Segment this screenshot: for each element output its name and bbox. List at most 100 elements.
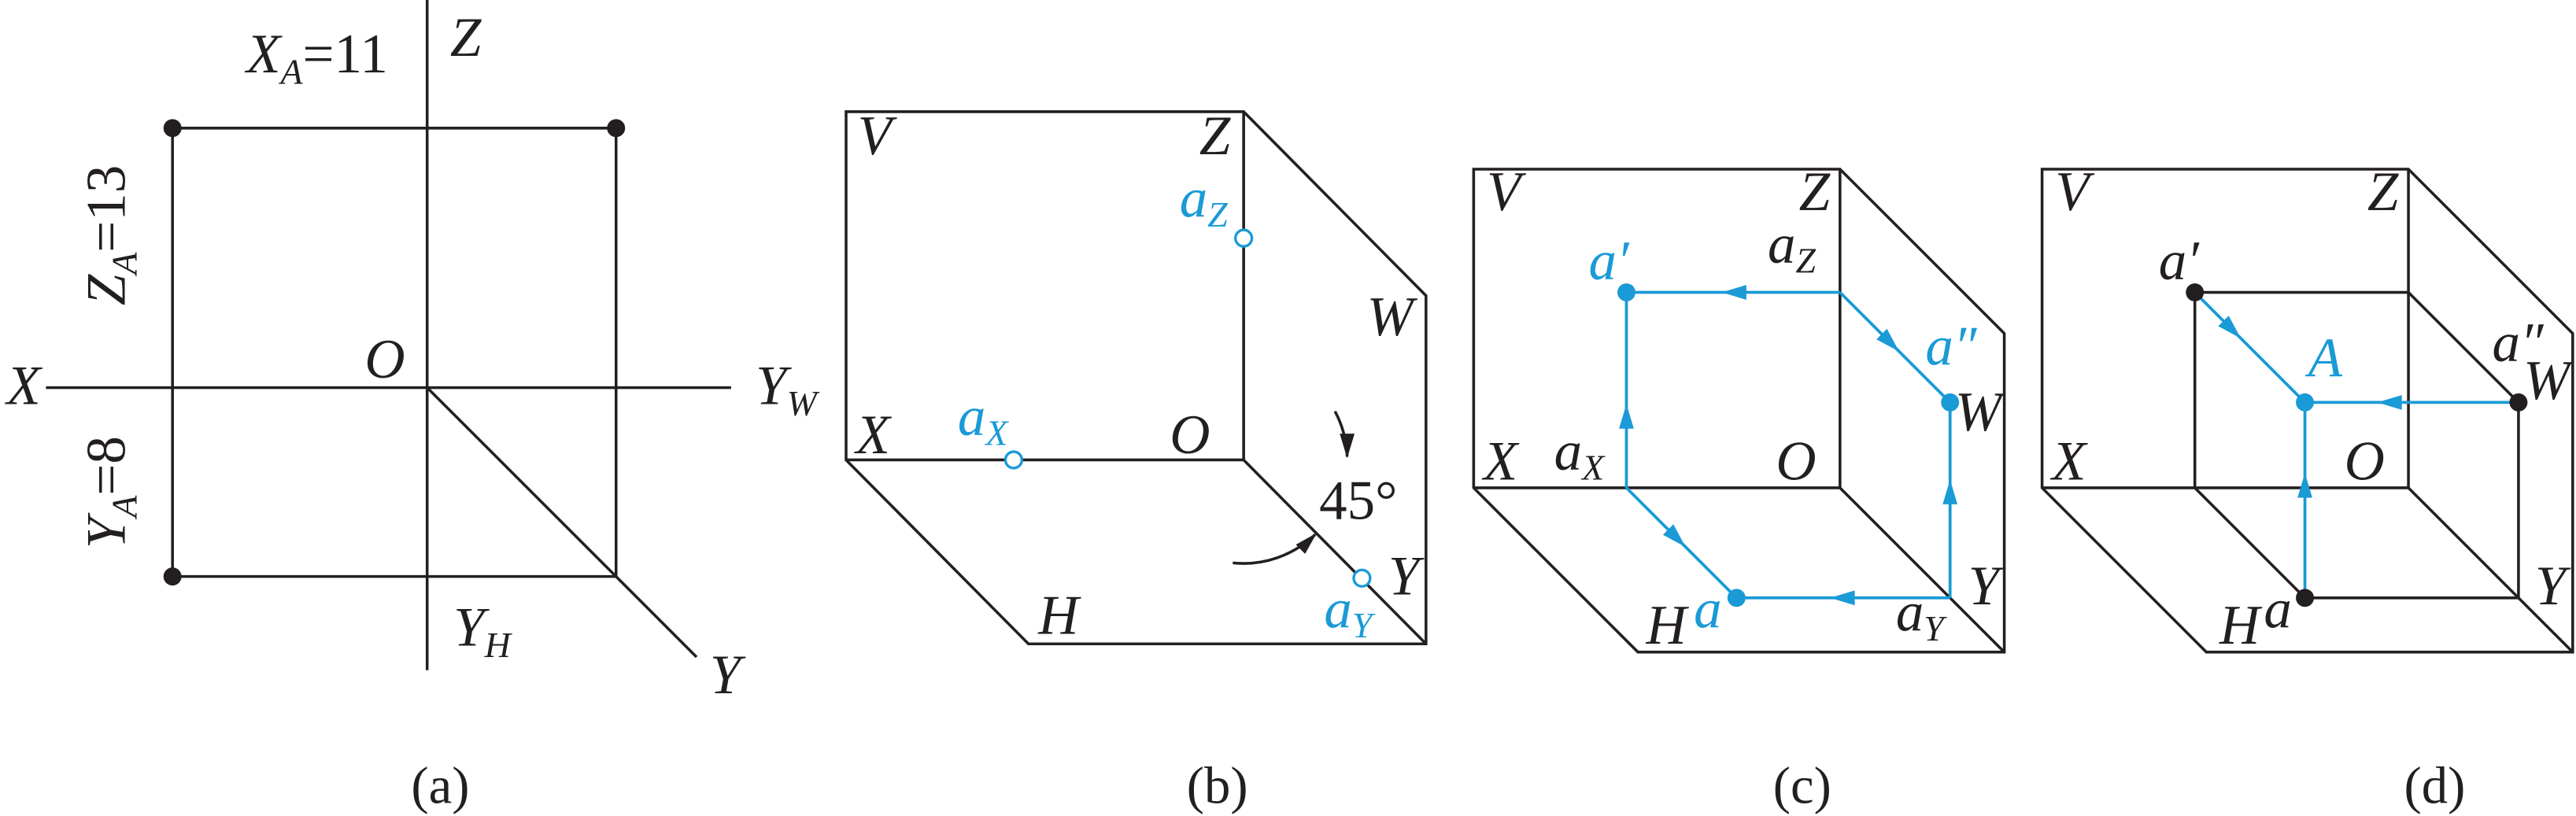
ay-label: aY [1896, 582, 1947, 649]
panel-a: XA=11 ZA=13 YA=8 Z X O YW YH Y (a) [4, 0, 820, 815]
projection-box-outline [844, 110, 1428, 646]
panel-b-caption: (b) [1187, 757, 1248, 815]
arrowhead-left [2377, 395, 2402, 410]
ax-var: a [1554, 421, 1582, 482]
top-projection-dot [2296, 589, 2315, 607]
axis-x-label: X [854, 404, 893, 466]
panel-c-caption: (c) [1773, 757, 1831, 815]
y-coordinate-var: Y [76, 512, 138, 548]
angle-arrowhead-upper [1340, 434, 1355, 459]
ay-label: aY [1324, 578, 1375, 645]
ay-sub: Y [1924, 608, 1947, 648]
plane-w-label: W [2523, 350, 2574, 412]
x-coordinate-var: X [244, 24, 283, 85]
arrowhead-up-left [1619, 404, 1634, 429]
angle-arrowhead-lower [1295, 533, 1318, 554]
arrowhead-diagonal [2218, 316, 2242, 338]
side-projection-label: a″ [1925, 316, 1977, 377]
ay-point [1352, 568, 1372, 588]
x-coordinate-sub: A [278, 51, 303, 91]
panel-d: V Z W X O H Y a′ a″ a A (d) [2040, 161, 2574, 815]
side-projection-dot [2509, 393, 2528, 412]
top-projection-dot [1727, 589, 1746, 607]
front-projection-label: a′ [2159, 231, 2200, 292]
panel-b: V Z W X O H Y 45° aZ aX aY (b) [844, 105, 1428, 815]
axis-yh-sub: H [484, 625, 513, 665]
axis-y-label: Y [1968, 556, 2005, 617]
y-axis-line [426, 386, 698, 659]
plane-v-label: V [2055, 161, 2095, 223]
az-label: aZ [1768, 214, 1816, 281]
plane-h-label: H [1037, 585, 1081, 647]
space-point-label: A [2305, 327, 2343, 389]
y-coordinate-sub: A [104, 495, 144, 520]
axis-x-label: X [1481, 431, 1520, 493]
ax-sub: X [984, 413, 1009, 453]
point-bottom-left-dot [163, 567, 182, 586]
y-axis-line [1242, 459, 1428, 645]
az-label: aZ [1180, 168, 1228, 235]
plane-v-label: V [858, 105, 898, 167]
arrowhead-up-right [1942, 479, 1958, 504]
point-top-right-dot [607, 119, 626, 138]
axis-y-label: Y [1388, 546, 1425, 607]
arrowhead-left-lower [1830, 590, 1855, 606]
az-var: a [1768, 214, 1795, 275]
axis-yh-var: Y [453, 596, 490, 658]
arrowhead-diagonal-upper [1876, 328, 1899, 352]
front-to-point-line [2193, 291, 2306, 404]
plane-h-label: H [2219, 595, 2263, 656]
ax-sub: X [1580, 448, 1606, 488]
az-sub: Z [1207, 194, 1228, 234]
x-coordinate-value: =11 [303, 24, 388, 85]
origin-label: O [1776, 431, 1816, 493]
ax-label: aX [958, 386, 1009, 453]
z-coordinate-sub: A [104, 252, 144, 277]
top-projection-label: a [1694, 578, 1721, 640]
projection-box-outline [1472, 168, 2006, 654]
az-point [1234, 228, 1254, 248]
plane-w-label: W [1367, 286, 1418, 348]
y-axis-line [1839, 486, 2005, 653]
y-coordinate-value: =8 [76, 436, 138, 496]
axis-x-label: X [4, 355, 43, 416]
z-coordinate-var: Z [76, 273, 138, 305]
axis-y-label: Y [710, 644, 746, 706]
axis-yw-var: Y [756, 355, 792, 416]
panel-d-caption: (d) [2404, 757, 2466, 815]
plane-h-label: H [1646, 595, 1690, 656]
axis-y-label: Y [2535, 556, 2571, 617]
origin-label: O [1170, 404, 1210, 466]
ay-var: a [1896, 582, 1924, 644]
axis-z-label: Z [1799, 161, 1831, 223]
y-coordinate-label: YA=8 [76, 436, 145, 548]
side-projection-label: a″ [2493, 312, 2545, 374]
panel-a-caption: (a) [411, 757, 469, 815]
plane-w-label: W [1955, 382, 2006, 443]
ax-var: a [958, 386, 985, 448]
arrowhead-up [2297, 473, 2312, 498]
front-projection-dot [2186, 283, 2205, 302]
axis-yh-label: YH [453, 596, 512, 665]
ay-sub: Y [1352, 605, 1376, 645]
z-coordinate-label: ZA=13 [76, 165, 145, 306]
axis-z-label: Z [1199, 105, 1232, 167]
ax-point [1003, 450, 1024, 470]
axis-z-label: Z [2367, 161, 2400, 223]
az-sub: Z [1795, 241, 1816, 281]
az-var: a [1180, 168, 1207, 230]
front-projection-dot [1617, 283, 1635, 302]
arrowhead-left-upper [1721, 285, 1746, 300]
panel-c: V Z W X O H Y aZ aX aY a′ a″ a (c) [1472, 161, 2006, 815]
plane-v-label: V [1487, 161, 1527, 223]
z-coordinate-value: =13 [76, 165, 138, 253]
inner-box-upper-diagonal [2407, 291, 2520, 404]
ax-label: aX [1554, 421, 1606, 488]
axis-yw-sub: W [787, 383, 820, 423]
axis-yw-label: YW [756, 355, 819, 423]
ay-var: a [1324, 578, 1351, 640]
axis-z-label: Z [450, 7, 482, 68]
y-axis-line [2407, 486, 2574, 653]
origin-label: O [2345, 431, 2385, 493]
